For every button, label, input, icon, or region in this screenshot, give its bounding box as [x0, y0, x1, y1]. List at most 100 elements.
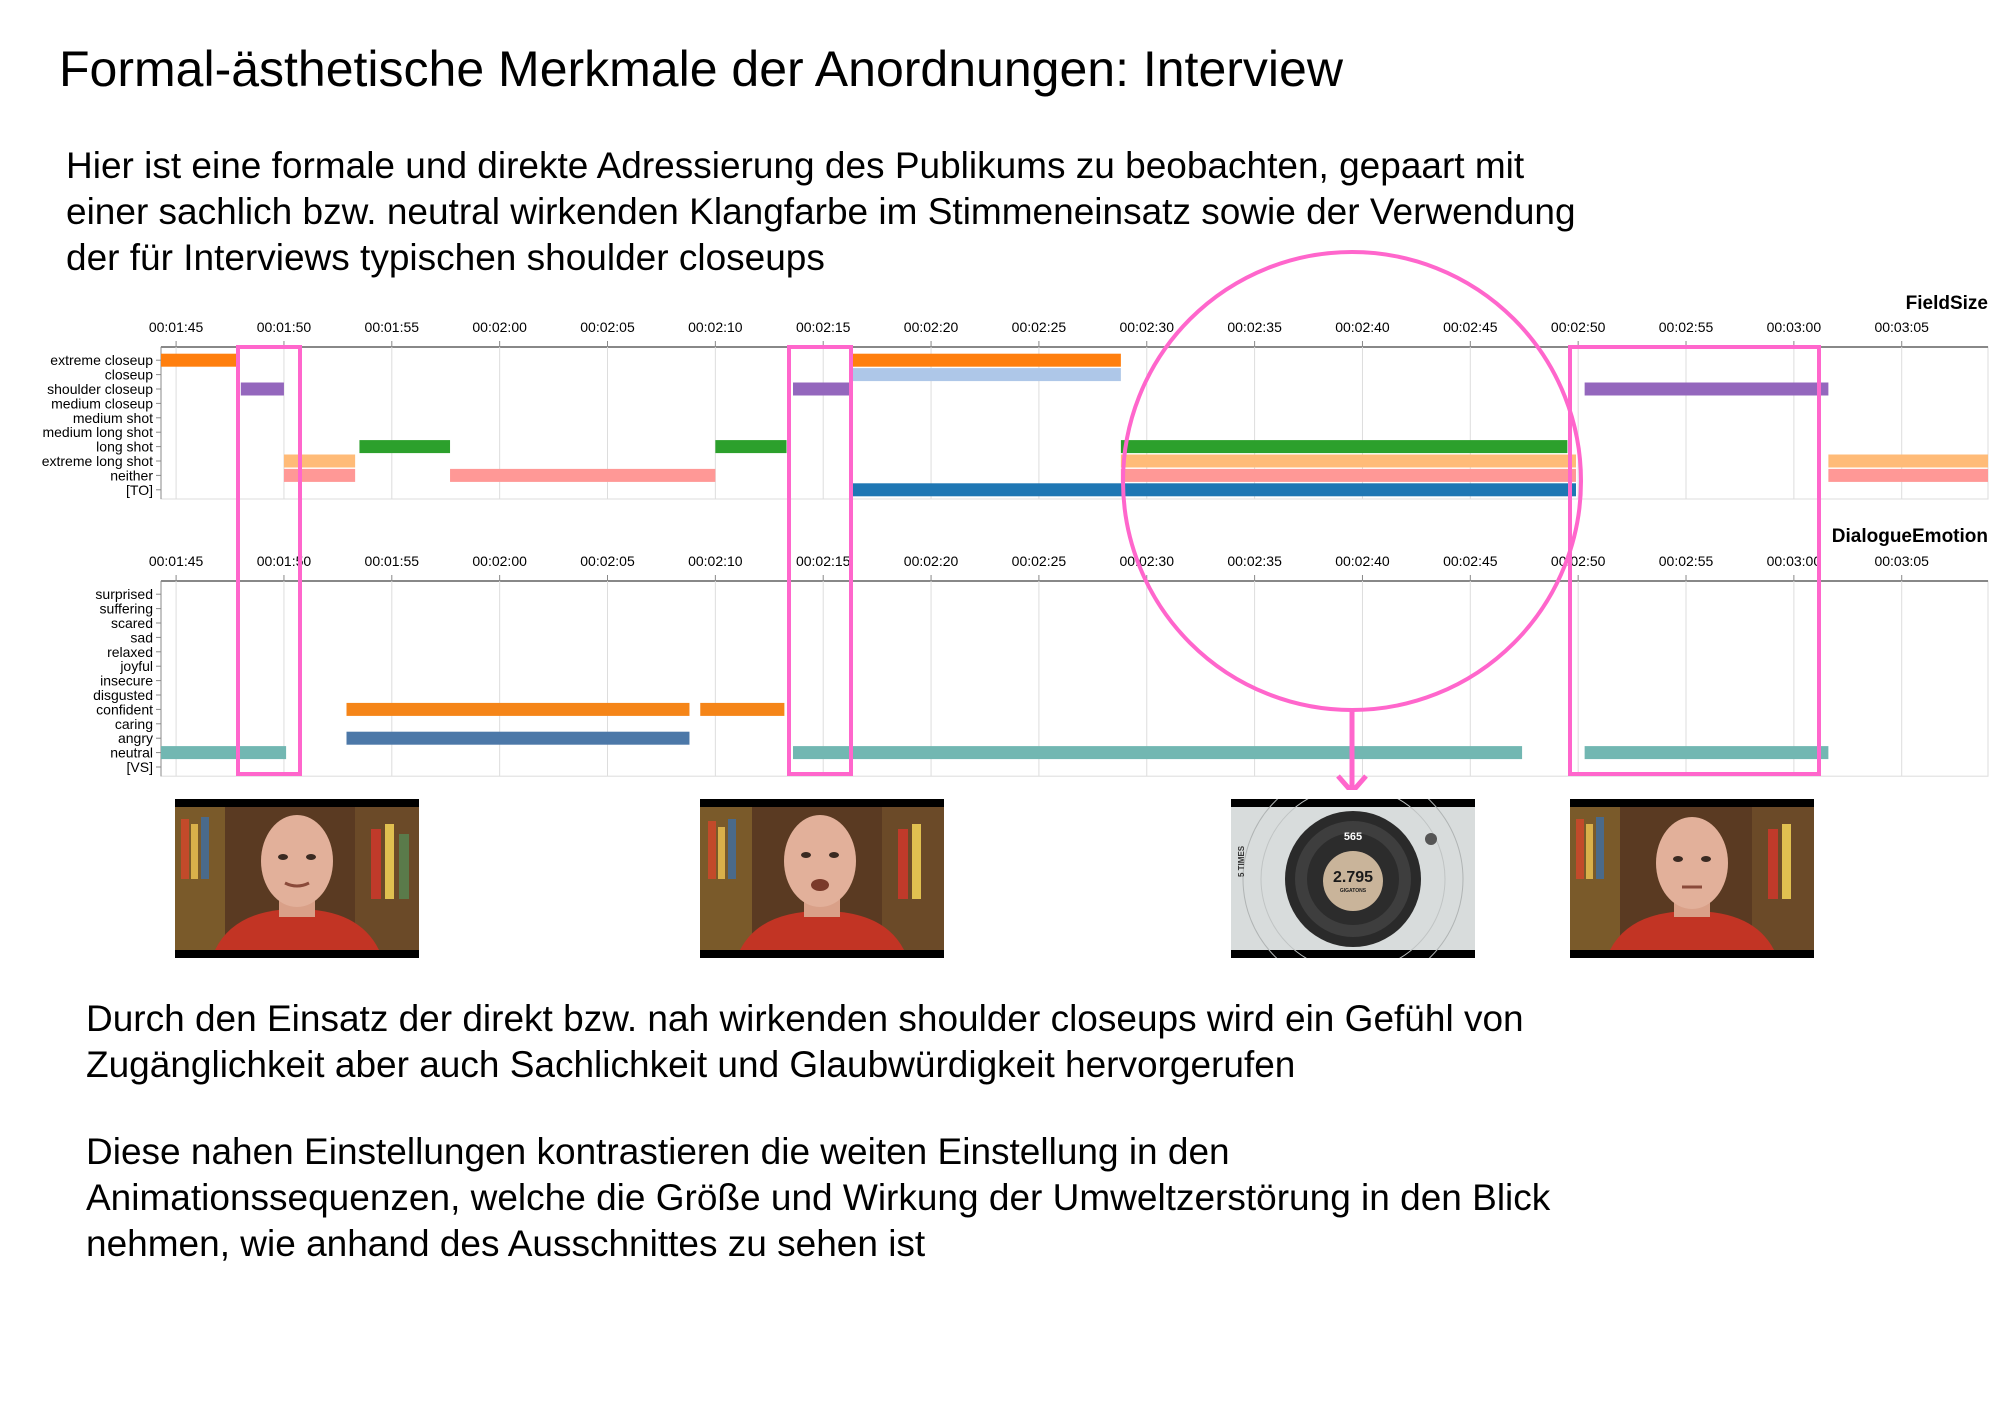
segment-bar [1120, 454, 1577, 468]
y-tick-label: medium shot [73, 410, 153, 426]
x-tick-label: 00:02:30 [1120, 319, 1175, 335]
segment-bar [700, 702, 785, 716]
segment-bar [1120, 440, 1568, 454]
y-tick-label: confident [96, 701, 153, 717]
x-tick-label: 00:02:50 [1551, 553, 1606, 569]
y-tick-label: joyful [119, 658, 153, 674]
x-tick-label: 00:01:50 [257, 319, 312, 335]
y-tick-label: relaxed [107, 644, 153, 660]
x-tick-label: 00:02:55 [1659, 553, 1714, 569]
segment-bar [283, 468, 356, 482]
segment-bar [359, 440, 451, 454]
y-tick-label: insecure [100, 673, 153, 689]
y-tick-label: neutral [110, 745, 153, 761]
highlight-box [787, 345, 853, 776]
thumbnail-sub: GIGATONS [1339, 888, 1367, 894]
y-tick-label: extreme long shot [42, 453, 153, 469]
chart-title: FieldSize [1906, 293, 1988, 314]
segment-bar [161, 746, 287, 760]
segment-bar [1828, 468, 1988, 482]
segment-bar [851, 483, 1577, 497]
y-tick-label: surprised [95, 586, 153, 602]
thumbnail-interview-3 [1570, 799, 1814, 958]
highlight-box [236, 345, 302, 776]
segment-bar [793, 382, 852, 396]
body-line: Zugänglichkeit aber auch Sachlichkeit un… [86, 1044, 1296, 1085]
body-line: Animationssequenzen, welche die Größe un… [86, 1177, 1551, 1218]
x-tick-label: 00:02:40 [1335, 319, 1390, 335]
x-tick-label: 00:01:55 [365, 553, 420, 569]
x-tick-label: 00:02:10 [688, 319, 743, 335]
y-tick-label: closeup [105, 367, 153, 383]
thumbnail-big-number: 2.795 [1332, 869, 1374, 886]
thumbnail-interview-1 [175, 799, 419, 958]
segment-bar [715, 440, 787, 454]
y-tick-label: medium closeup [51, 395, 153, 411]
segment-bar [346, 702, 690, 716]
highlight-box [1568, 345, 1821, 776]
body-line: nehmen, wie anhand des Ausschnittes zu s… [86, 1223, 926, 1264]
body-paragraph-1: Durch den Einsatz der direkt bzw. nah wi… [86, 996, 1886, 1088]
segment-bar [161, 353, 237, 367]
chart-title: DialogueEmotion [1832, 526, 1988, 547]
segment-bar [851, 353, 1121, 367]
y-tick-label: scared [111, 615, 153, 631]
timeline-charts: FieldSize 00:01:45 00:01:50 00:01:55 00:02:0… [42, 250, 1989, 790]
x-tick-label: 00:02:15 [796, 319, 851, 335]
x-tick-label: 00:03:05 [1874, 553, 1929, 569]
segment-bar [346, 731, 690, 745]
y-tick-label: [TO] [126, 482, 153, 498]
y-tick-label: suffering [100, 601, 153, 617]
intro-paragraph: Hier ist eine formale und direkte Adress… [66, 143, 1866, 281]
x-tick-label: 00:01:45 [149, 553, 204, 569]
x-tick-label: 00:02:35 [1227, 319, 1282, 335]
thumbnail-side-text: 5 TIMES [1237, 845, 1246, 877]
y-tick-label: [VS] [127, 759, 153, 775]
segment-bar [1584, 746, 1829, 760]
x-tick-label: 00:03:00 [1767, 319, 1822, 335]
segment-bar [1120, 468, 1577, 482]
body-line: Diese nahen Einstellungen kontrastieren … [86, 1131, 1230, 1172]
chart-layer: FieldSize 00:01:45 00:01:50 00:01:55 00:02:0… [42, 293, 1989, 777]
segment-bar [1584, 382, 1829, 396]
segment-bar [1828, 454, 1988, 468]
highlight-overlays [236, 250, 1821, 790]
y-tick-label: shoulder closeup [47, 381, 153, 397]
y-tick-label: medium long shot [42, 424, 153, 440]
x-tick-label: 00:02:25 [1012, 553, 1067, 569]
highlight-arrow-head [1336, 774, 1368, 790]
x-tick-label: 00:02:45 [1443, 553, 1498, 569]
thumbnail-animation: 565 2.795 GIGATONS 5 TIMES [1231, 799, 1475, 958]
x-tick-label: 00:02:40 [1335, 553, 1390, 569]
x-tick-label: 00:02:35 [1227, 553, 1282, 569]
y-tick-label: long shot [96, 439, 153, 455]
x-tick-label: 00:01:55 [365, 319, 420, 335]
x-tick-label: 00:02:55 [1659, 319, 1714, 335]
segment-bar [450, 468, 716, 482]
segment-bar [240, 382, 284, 396]
y-tick-label: caring [115, 716, 153, 732]
intro-line: Hier ist eine formale und direkte Adress… [66, 145, 1525, 186]
segment-bar [793, 746, 1523, 760]
timeline-chart-2: DialogueEmotion 00:01:45 00:01:50 00:01:55 0… [93, 526, 1989, 777]
y-tick-label: angry [118, 730, 153, 746]
x-tick-label: 00:02:20 [904, 553, 959, 569]
segment-bar [283, 454, 356, 468]
x-tick-label: 00:02:50 [1551, 319, 1606, 335]
thumbnail-interview-2 [700, 799, 944, 958]
x-tick-label: 00:03:05 [1874, 319, 1929, 335]
x-tick-label: 00:02:25 [1012, 319, 1067, 335]
x-tick-label: 00:02:20 [904, 319, 959, 335]
x-tick-label: 00:01:45 [149, 319, 204, 335]
thumbnail-top-number: 565 [1343, 831, 1363, 843]
x-tick-label: 00:02:05 [580, 553, 635, 569]
body-line: Durch den Einsatz der direkt bzw. nah wi… [86, 998, 1524, 1039]
intro-line: einer sachlich bzw. neutral wirkenden Kl… [66, 191, 1576, 232]
x-tick-label: 00:03:00 [1767, 553, 1822, 569]
x-tick-label: 00:02:15 [796, 553, 851, 569]
x-tick-label: 00:01:50 [257, 553, 312, 569]
page-title: Formal-ästhetische Merkmale der Anordnun… [59, 41, 1343, 97]
body-paragraph-2: Diese nahen Einstellungen kontrastieren … [86, 1129, 1886, 1267]
x-tick-label: 00:02:45 [1443, 319, 1498, 335]
